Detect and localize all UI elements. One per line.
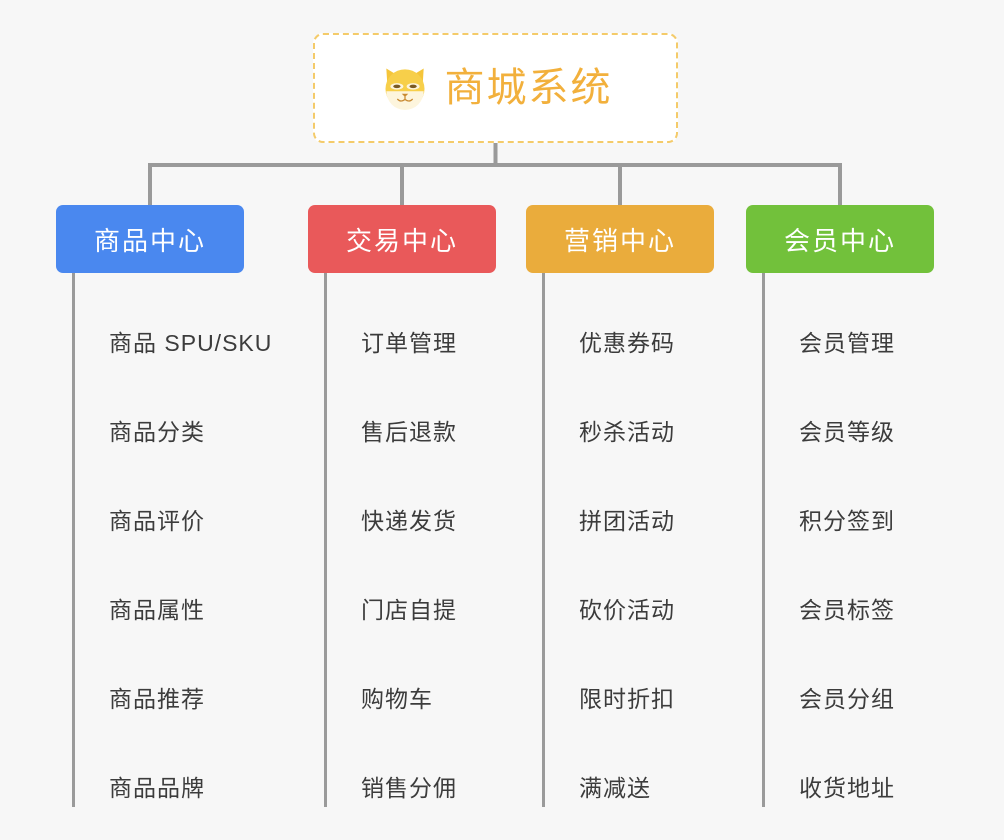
list-item[interactable]: 会员管理 <box>765 273 925 362</box>
list-item-label: 会员管理 <box>799 330 895 357</box>
branch-items-product-center: 商品 SPU/SKU 商品分类 商品评价 商品属性 商品推荐 商品品牌 <box>72 273 277 807</box>
list-item[interactable]: 会员分组 <box>765 629 925 718</box>
branch-items-trade-center: 订单管理 售后退款 快递发货 门店自提 购物车 销售分佣 <box>324 273 484 807</box>
list-item-label: 拼团活动 <box>579 508 675 535</box>
list-item[interactable]: 订单管理 <box>327 273 487 362</box>
shiba-dog-face-icon <box>385 68 424 110</box>
list-item-label: 商品推荐 <box>109 686 205 713</box>
list-item-label: 优惠券码 <box>579 330 675 357</box>
branch-items-marketing-center: 优惠券码 秒杀活动 拼团活动 砍价活动 限时折扣 满减送 <box>542 273 702 807</box>
branch-header-label: 营销中心 <box>563 225 676 256</box>
branch-header-product-center[interactable]: 商品中心 <box>56 205 244 273</box>
branch-header-label: 会员中心 <box>783 225 896 256</box>
branch-header-label: 商品中心 <box>93 225 206 256</box>
list-item[interactable]: 快递发货 <box>327 451 487 540</box>
list-item-label: 会员标签 <box>799 597 895 624</box>
list-item[interactable]: 购物车 <box>327 629 462 718</box>
list-item[interactable]: 会员等级 <box>765 362 925 451</box>
list-item[interactable]: 满减送 <box>545 718 683 807</box>
list-item-label: 商品属性 <box>109 597 205 624</box>
list-item-label: 收货地址 <box>799 775 895 802</box>
list-item[interactable]: 会员标签 <box>765 540 925 629</box>
list-item[interactable]: 收货地址 <box>765 718 925 807</box>
root-node[interactable]: 商城系统 <box>313 33 678 143</box>
list-item[interactable]: 拼团活动 <box>545 451 705 540</box>
list-item-label: 门店自提 <box>361 597 457 624</box>
list-item-label: 限时折扣 <box>579 686 675 713</box>
list-item[interactable]: 商品评价 <box>75 451 280 540</box>
branch-header-marketing-center[interactable]: 营销中心 <box>526 205 714 273</box>
list-item[interactable]: 秒杀活动 <box>545 362 705 451</box>
list-item[interactable]: 积分签到 <box>765 451 925 540</box>
list-item[interactable]: 商品属性 <box>75 540 280 629</box>
list-item[interactable]: 砍价活动 <box>545 540 705 629</box>
list-item-label: 会员分组 <box>799 686 895 713</box>
list-item-label: 秒杀活动 <box>579 419 675 446</box>
list-item-label: 商品评价 <box>109 508 205 535</box>
list-item[interactable]: 商品 SPU/SKU <box>75 273 280 362</box>
list-item[interactable]: 门店自提 <box>327 540 487 629</box>
list-item-label: 商品分类 <box>109 419 205 446</box>
list-item[interactable]: 商品分类 <box>75 362 280 451</box>
branch-header-label: 交易中心 <box>345 225 458 256</box>
list-item[interactable]: 商品品牌 <box>75 718 280 807</box>
branch-items-member-center: 会员管理 会员等级 积分签到 会员标签 会员分组 收货地址 <box>762 273 922 807</box>
list-item-label: 订单管理 <box>361 330 457 357</box>
list-item[interactable]: 销售分佣 <box>327 718 487 807</box>
list-item-label: 商品品牌 <box>109 775 205 802</box>
list-item-label: 销售分佣 <box>361 775 457 802</box>
list-item[interactable]: 限时折扣 <box>545 629 705 718</box>
list-item-label: 购物车 <box>361 686 433 713</box>
list-item-label: 满减送 <box>579 775 651 802</box>
list-item-label: 快递发货 <box>361 508 457 535</box>
branch-header-trade-center[interactable]: 交易中心 <box>308 205 496 273</box>
list-item-label: 砍价活动 <box>579 597 675 624</box>
list-item[interactable]: 商品推荐 <box>75 629 280 718</box>
list-item[interactable]: 优惠券码 <box>545 273 705 362</box>
list-item-label: 售后退款 <box>361 419 457 446</box>
list-item[interactable]: 售后退款 <box>327 362 487 451</box>
list-item-label: 积分签到 <box>799 508 895 535</box>
branch-header-member-center[interactable]: 会员中心 <box>746 205 934 273</box>
list-item-label: 会员等级 <box>799 419 895 446</box>
list-item-label: 商品 SPU/SKU <box>109 330 273 357</box>
root-title: 商城系统 <box>444 66 613 110</box>
